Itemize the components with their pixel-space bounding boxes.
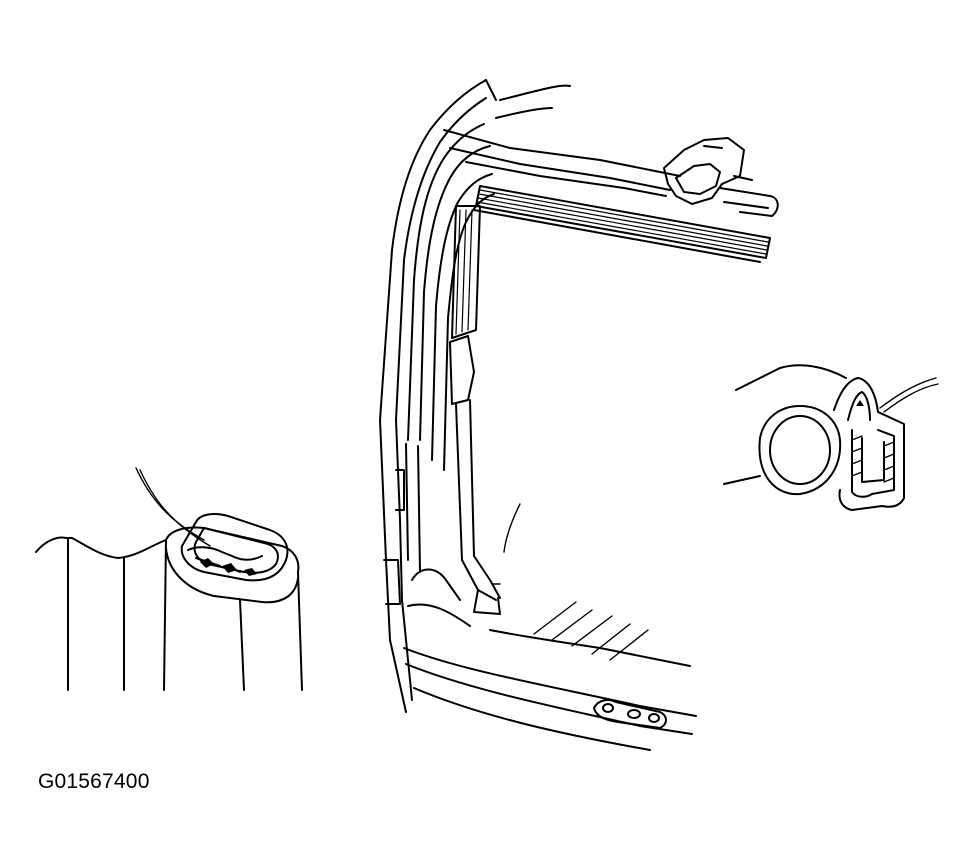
weatherstrip-end-detail: [35, 467, 303, 691]
header-seal-hatching: [476, 189, 769, 255]
figure-id-label: G01567400: [38, 770, 150, 793]
weatherstrip-cross-section: [723, 364, 939, 511]
pillar-seal-hatching: [455, 209, 473, 335]
door-opening-frame: [379, 79, 779, 751]
